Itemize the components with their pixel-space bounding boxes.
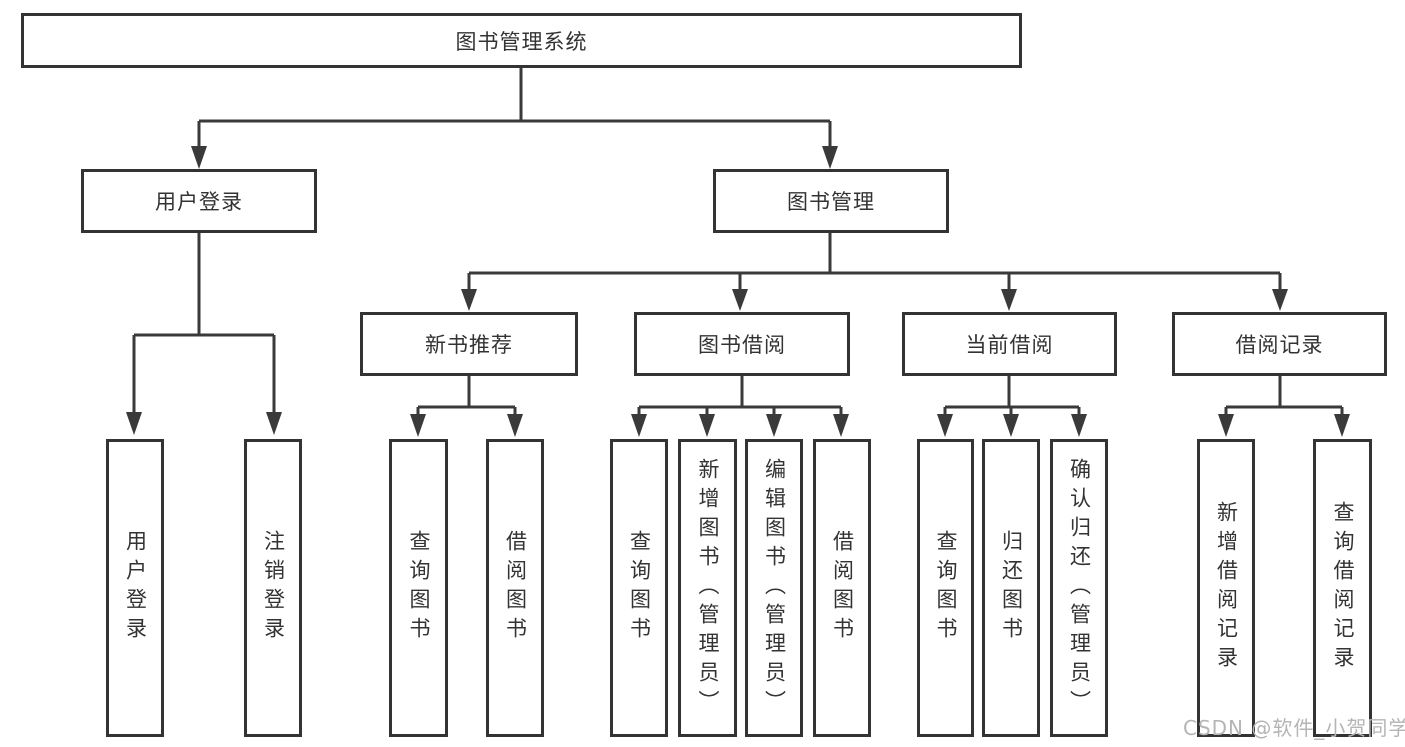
leaf-query-book-recommend: 查询图书	[389, 439, 448, 737]
leaf-label: 用户登录	[123, 530, 148, 646]
leaf-label: 借阅图书	[503, 530, 528, 646]
arrow-down-icon	[1218, 414, 1234, 437]
leaf-label: 编辑图书（管理员）	[762, 457, 787, 719]
leaf-add-borrow-record: 新增借阅记录	[1197, 439, 1255, 737]
arrow-down-icon	[410, 414, 426, 437]
leaf-borrow-book: 借阅图书	[813, 439, 871, 737]
node-book-borrow: 图书借阅	[634, 312, 850, 376]
leaf-return-book: 归还图书	[982, 439, 1040, 737]
arrow-down-icon	[699, 414, 715, 437]
leaf-borrow-book-recommend: 借阅图书	[486, 439, 544, 737]
arrow-down-icon	[1334, 414, 1350, 437]
leaf-label: 新增借阅记录	[1214, 501, 1239, 675]
leaf-edit-book-admin: 编辑图书（管理员）	[745, 439, 803, 737]
arrow-down-icon	[191, 146, 207, 169]
leaf-query-book-borrow: 查询图书	[610, 439, 668, 737]
arrow-down-icon	[1003, 414, 1019, 437]
leaf-confirm-return-admin: 确认归还（管理员）	[1050, 439, 1108, 737]
leaf-user-login: 用户登录	[106, 439, 164, 737]
leaf-label: 查询图书	[934, 530, 958, 646]
arrow-down-icon	[833, 414, 849, 437]
leaf-label: 查询图书	[407, 530, 431, 646]
arrow-down-icon	[461, 289, 477, 311]
node-root: 图书管理系统	[21, 13, 1022, 68]
node-borrow-records: 借阅记录	[1172, 312, 1387, 376]
arrow-down-icon	[1071, 414, 1087, 437]
leaf-label: 借阅图书	[830, 530, 855, 646]
arrow-down-icon	[126, 412, 142, 435]
leaf-label: 归还图书	[999, 530, 1024, 646]
arrow-down-icon	[822, 146, 838, 169]
node-current-borrow: 当前借阅	[902, 312, 1117, 376]
leaf-query-book-current: 查询图书	[917, 439, 974, 737]
arrow-down-icon	[1272, 289, 1288, 311]
leaf-add-book-admin: 新增图书（管理员）	[678, 439, 737, 737]
leaf-label: 注销登录	[261, 530, 286, 646]
leaf-query-borrow-record: 查询借阅记录	[1313, 439, 1372, 737]
leaf-label: 新增图书（管理员）	[696, 457, 720, 719]
leaf-logout: 注销登录	[244, 439, 302, 737]
leaf-label: 查询借阅记录	[1331, 501, 1355, 675]
arrow-down-icon	[1001, 289, 1017, 311]
arrow-down-icon	[507, 414, 523, 437]
arrow-down-icon	[266, 412, 282, 435]
leaf-label: 查询图书	[627, 530, 652, 646]
arrow-down-icon	[766, 414, 782, 437]
arrow-down-icon	[937, 414, 953, 437]
node-book-management: 图书管理	[713, 169, 949, 233]
arrow-down-icon	[732, 289, 748, 311]
node-user-login: 用户登录	[81, 169, 317, 233]
leaf-label: 确认归还（管理员）	[1067, 457, 1092, 719]
node-new-book-recommend: 新书推荐	[360, 312, 578, 376]
csdn-watermark: CSDN @软件_小贺同学	[1183, 716, 1405, 740]
arrow-down-icon	[631, 414, 647, 437]
